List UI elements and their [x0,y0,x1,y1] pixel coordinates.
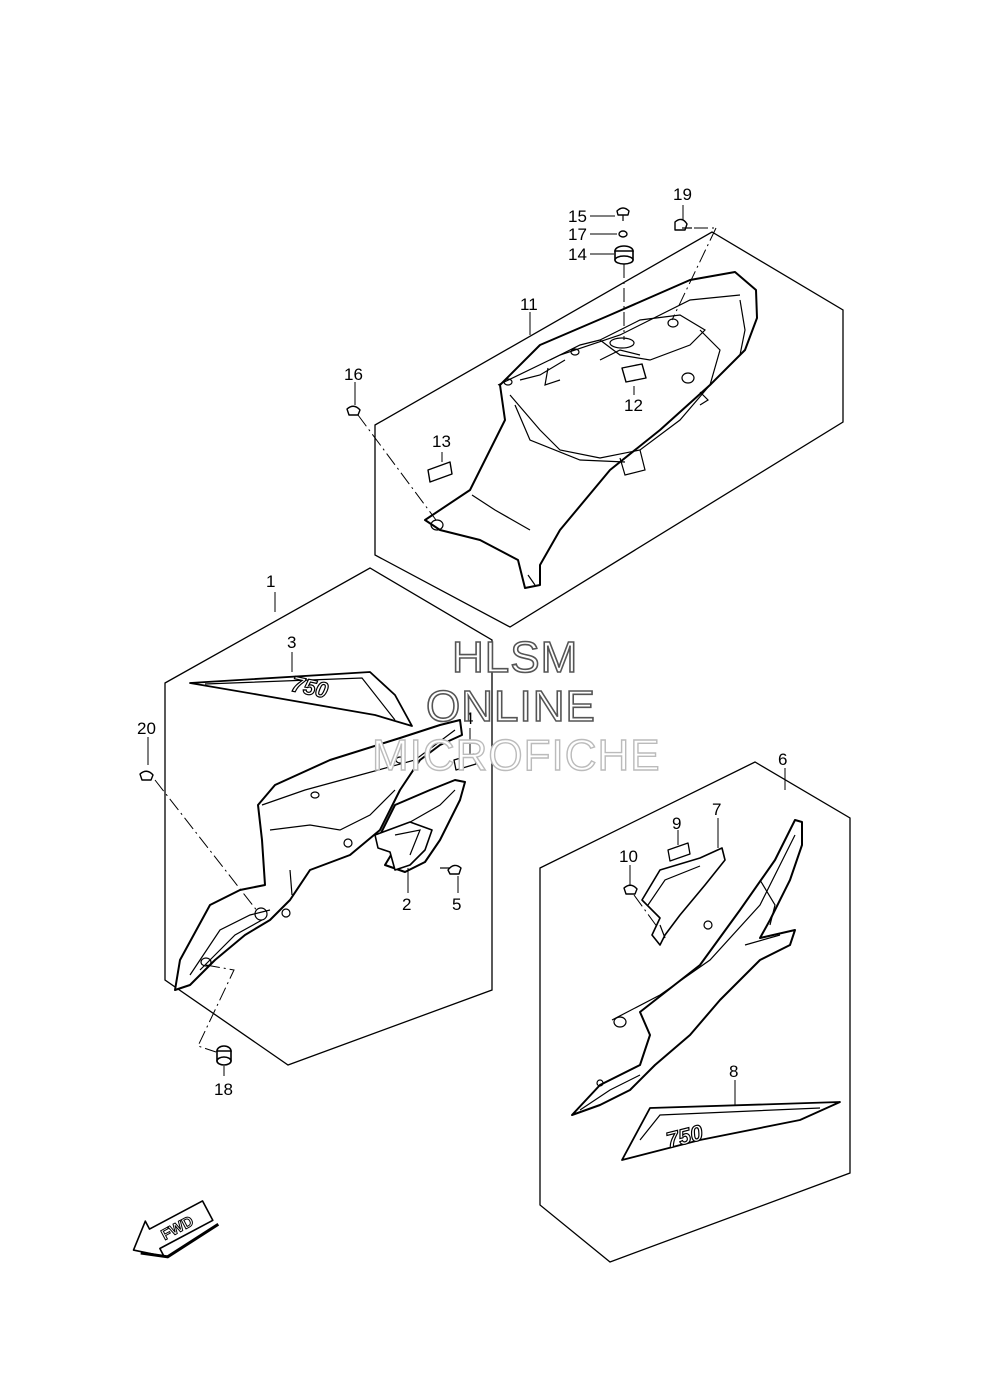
callout-2: 2 [402,895,411,914]
watermark: HLSM ONLINE MICROFICHE [371,632,661,781]
callout-8: 8 [729,1062,738,1081]
callout-14: 14 [568,245,587,264]
callout-4: 4 [464,709,473,728]
callout-15: 15 [568,207,587,226]
callout-6: 6 [778,750,787,769]
callout-1: 1 [266,572,275,591]
screw-20-icon [139,770,154,781]
inner-cover-7-part [641,847,726,946]
assembly-box-1 [164,567,493,1066]
grommet-18-icon [216,1045,232,1066]
callout-16: 16 [344,365,363,384]
label-plate-13 [427,461,453,483]
watermark-line3: MICROFICHE [372,731,661,780]
callout-19: 19 [673,185,692,204]
screw-16-icon [346,405,361,416]
left-side-cover-part [174,719,463,991]
callout-9: 9 [672,814,681,833]
callout-3: 3 [287,633,296,652]
callout-11: 11 [520,295,538,314]
tail-cowl-part [424,271,758,589]
callout-17: 17 [568,225,587,244]
right-side-cover-part [571,819,803,1116]
callout-5: 5 [452,895,461,914]
screw-15-icon [616,207,630,221]
label-plate-4 [453,753,477,771]
label-plate-12 [621,363,647,383]
fwd-arrow-icon: FWD [132,1200,220,1259]
grommet-14-icon [614,245,634,265]
callout-7: 7 [712,800,721,819]
screw-5-icon [440,864,462,875]
label-plate-9 [667,842,691,862]
decal-3-part: 750 [189,671,413,727]
bolt-19-icon [674,218,692,231]
watermark-line1: HLSM [452,633,578,682]
callout-13: 13 [432,432,451,451]
callout-12: 12 [624,396,643,415]
callout-20: 20 [137,719,156,738]
bracket-2-part [374,821,433,871]
assembly-box-6 [539,761,851,1263]
callout-labels: 1 2 3 4 5 6 7 8 9 10 11 12 13 14 15 16 1… [137,185,787,1099]
screw-10-icon [623,884,638,895]
callout-10: 10 [619,847,638,866]
callout-18: 18 [214,1080,233,1099]
washer-17-icon [618,230,628,238]
assembly-box-11 [374,231,844,628]
watermark-line2: ONLINE [426,682,596,731]
decal-8-part: 750 [621,1101,841,1161]
